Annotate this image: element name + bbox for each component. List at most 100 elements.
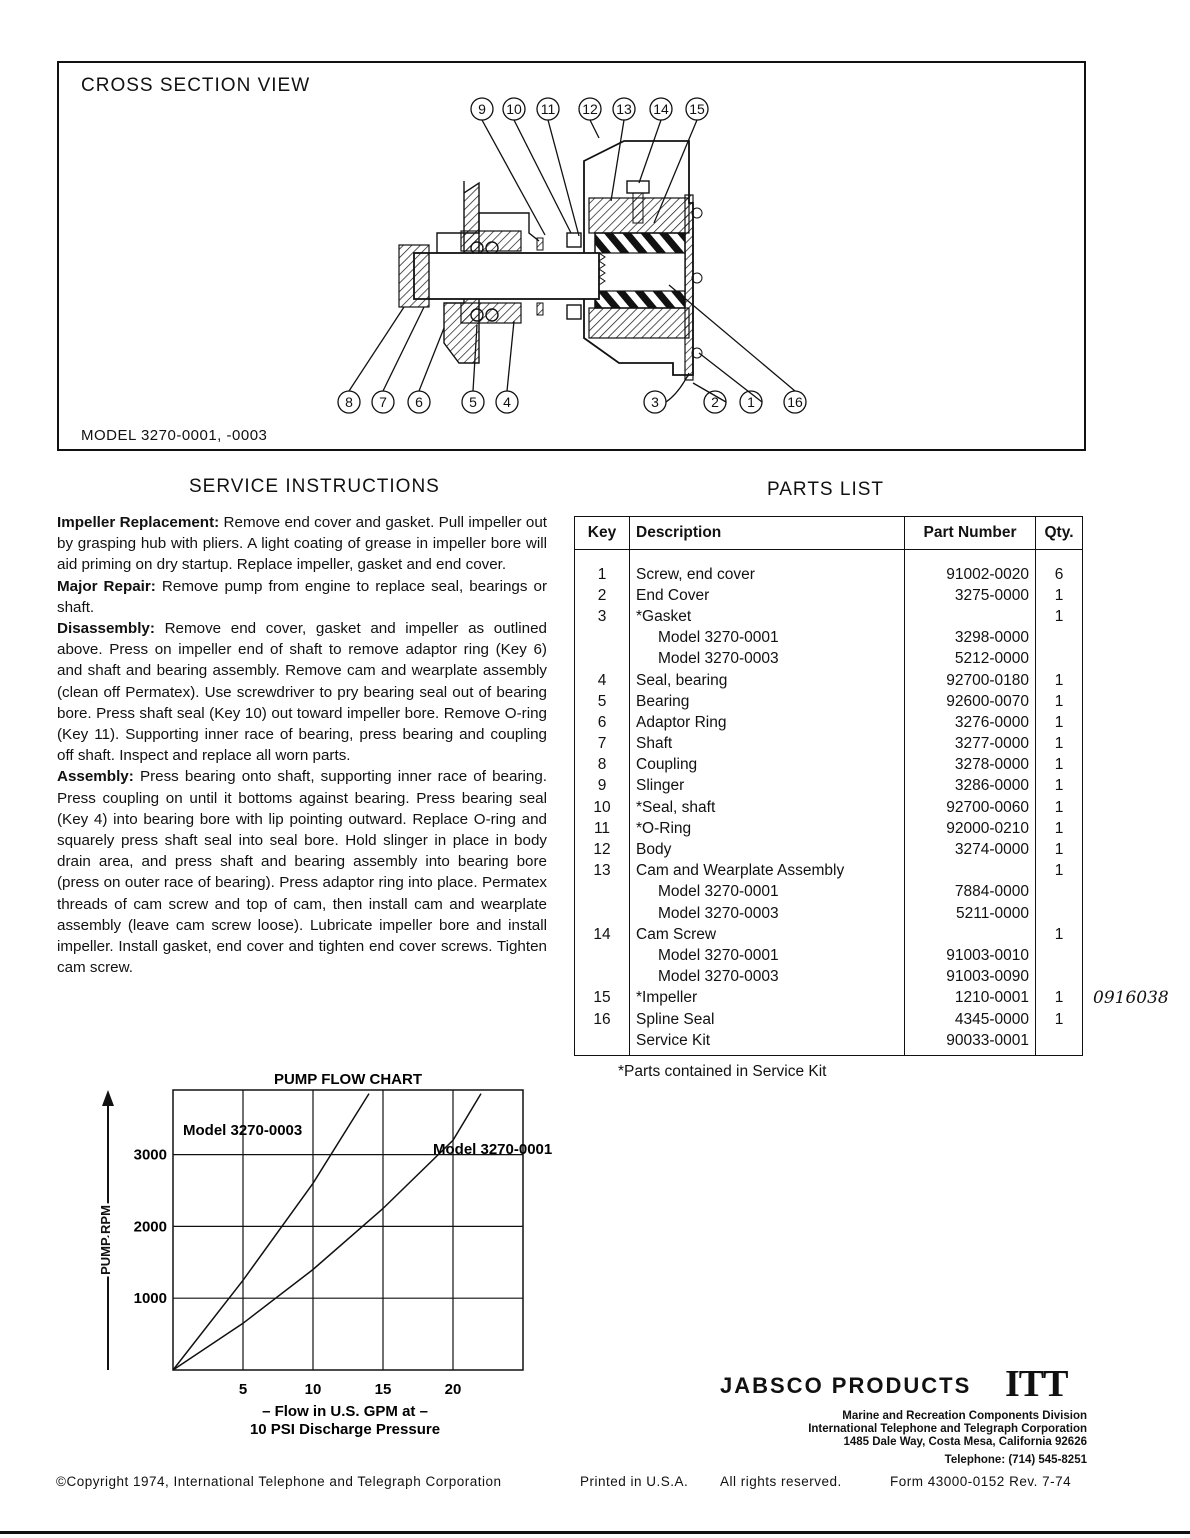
svg-text:16: 16 — [787, 394, 803, 410]
row-description: Cam Screw — [629, 924, 905, 946]
series-label: Model 3270-0003 — [183, 1122, 302, 1139]
row-part-number: 92700-0180 — [904, 669, 1036, 692]
arrow-head-icon — [102, 1090, 114, 1106]
major-repair-section: Major Repair: Remove pump from engine to… — [57, 577, 547, 616]
row-description: Screw, end cover — [629, 549, 905, 586]
row-description: Cam and Wearplate Assembly — [629, 860, 905, 882]
svg-text:15: 15 — [689, 101, 705, 117]
row-key: 9 — [574, 775, 630, 798]
row-description: Model 3270-0001 — [629, 881, 905, 903]
row-qty: 1 — [1035, 712, 1083, 734]
row-qty — [1035, 648, 1083, 670]
row-description: Spline Seal — [629, 1008, 905, 1031]
row-qty: 6 — [1035, 549, 1083, 586]
chart-title: PUMP FLOW CHART — [274, 1071, 422, 1088]
row-key: 1 — [574, 549, 630, 586]
y-tick-label: 3000 — [134, 1147, 167, 1164]
row-key — [574, 648, 630, 670]
row-qty — [1035, 945, 1083, 967]
x-tick-label: 5 — [239, 1381, 247, 1398]
row-part-number — [904, 924, 1036, 946]
svg-text:8: 8 — [345, 394, 353, 410]
row-description: Bearing — [629, 691, 905, 713]
x-axis-label-2: 10 PSI Discharge Pressure — [250, 1421, 440, 1438]
svg-text:14: 14 — [653, 101, 669, 117]
brand-corporation: International Telephone and Telegraph Co… — [808, 1423, 1087, 1435]
svg-text:12: 12 — [582, 101, 598, 117]
row-part-number: 3286-0000 — [904, 775, 1036, 798]
copyright: ©Copyright 1974, International Telephone… — [56, 1474, 502, 1489]
row-description: Model 3270-0003 — [629, 648, 905, 670]
series-line — [172, 1093, 370, 1371]
row-key: 6 — [574, 712, 630, 734]
row-key: 7 — [574, 733, 630, 755]
parts-heading: PARTS LIST — [767, 479, 884, 500]
row-part-number: 3274-0000 — [904, 839, 1036, 861]
svg-text:7: 7 — [379, 394, 387, 410]
row-key: 15 — [574, 987, 630, 1009]
row-qty — [1035, 627, 1083, 649]
row-key — [574, 945, 630, 967]
row-part-number: 3277-0000 — [904, 733, 1036, 755]
cross-section-title: CROSS SECTION VIEW — [81, 75, 311, 96]
top-callouts — [470, 97, 709, 237]
series-line — [172, 1093, 482, 1371]
row-key: 14 — [574, 924, 630, 946]
row-part-number: 92700-0060 — [904, 797, 1036, 819]
disassembly-section: Disassembly: Remove end cover, gasket an… — [57, 620, 547, 765]
row-part-number: 4345-0000 — [904, 1008, 1036, 1031]
row-key: 5 — [574, 691, 630, 713]
row-part-number: 5212-0000 — [904, 648, 1036, 670]
row-description: Model 3270-0001 — [629, 945, 905, 967]
row-qty: 1 — [1035, 1008, 1083, 1031]
row-part-number: 91003-0010 — [904, 945, 1036, 967]
svg-text:5: 5 — [469, 394, 477, 410]
svg-text:4: 4 — [503, 394, 511, 410]
handwritten-note: 0916038 — [1093, 988, 1169, 1008]
impeller-replacement-section: Impeller Replacement: Remove end cover a… — [57, 514, 548, 574]
svg-text:10: 10 — [506, 101, 522, 117]
row-description: *O-Ring — [629, 818, 905, 840]
service-heading: SERVICE INSTRUCTIONS — [189, 476, 440, 497]
row-qty — [1035, 881, 1083, 903]
cross-section-panel: CROSS SECTION VIEW — [57, 61, 1086, 451]
row-description: Coupling — [629, 754, 905, 776]
row-key: 3 — [574, 606, 630, 628]
brand-division: Marine and Recreation Components Divisio… — [842, 1410, 1087, 1422]
row-qty: 1 — [1035, 669, 1083, 692]
row-key: 16 — [574, 1008, 630, 1031]
row-part-number — [904, 860, 1036, 882]
svg-text:11: 11 — [541, 101, 556, 117]
y-axis-label: PUMP RPM — [98, 1205, 113, 1275]
row-key — [574, 627, 630, 649]
row-qty: 1 — [1035, 924, 1083, 946]
svg-text:3: 3 — [651, 394, 659, 410]
x-axis-label: – Flow in U.S. GPM at – — [262, 1403, 428, 1420]
row-part-number: 92000-0210 — [904, 818, 1036, 840]
row-part-number: 3298-0000 — [904, 627, 1036, 649]
row-description: End Cover — [629, 585, 905, 607]
row-description: Seal, bearing — [629, 669, 905, 692]
row-qty — [1035, 903, 1083, 925]
row-key — [574, 1030, 630, 1057]
col-part-number: Part Number — [904, 516, 1036, 550]
row-key — [574, 966, 630, 988]
row-qty: 1 — [1035, 733, 1083, 755]
form-number: Form 43000-0152 Rev. 7-74 — [890, 1474, 1072, 1489]
row-part-number: 5211-0000 — [904, 903, 1036, 925]
